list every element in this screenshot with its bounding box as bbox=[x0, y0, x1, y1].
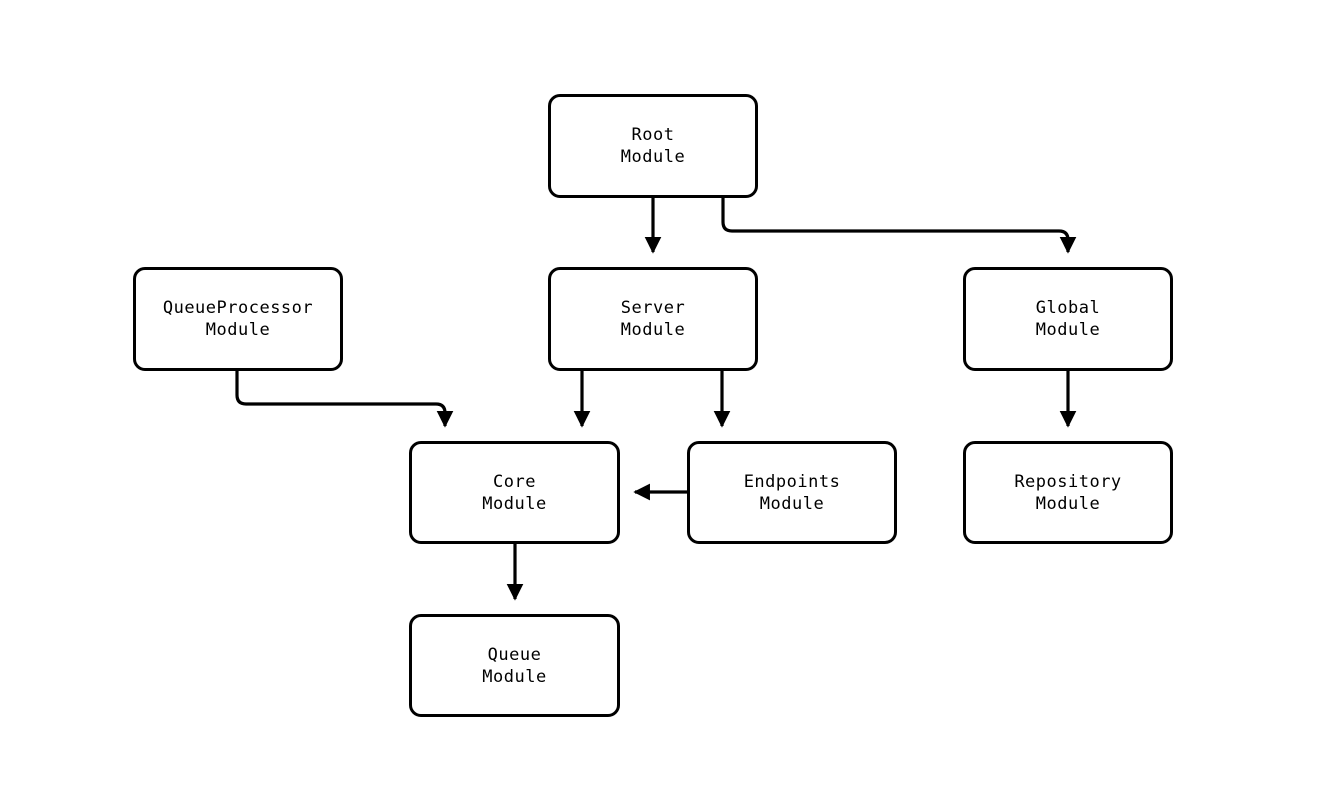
node-queue-module-line2: Module bbox=[482, 666, 547, 687]
node-endpoints-module[interactable]: Endpoints Module bbox=[687, 441, 897, 544]
node-server-module-line2: Module bbox=[620, 320, 686, 340]
node-queueprocessor-module-line1: QueueProcessor bbox=[162, 298, 314, 318]
node-global-module[interactable]: Global Module bbox=[963, 267, 1173, 371]
node-global-module-line2: Module bbox=[1035, 320, 1101, 340]
edge-queueprocessor-core bbox=[235, 371, 454, 428]
node-root-module-line2: Module bbox=[620, 147, 686, 167]
node-root-module-line1: Root bbox=[631, 125, 675, 145]
node-core-module-line2: Module bbox=[482, 493, 547, 514]
node-queueprocessor-module-line2: Module bbox=[205, 320, 271, 340]
node-global-module-line1: Global bbox=[1035, 298, 1101, 318]
node-repository-module-line1: Repository bbox=[1014, 471, 1122, 492]
node-repository-module-line2: Module bbox=[1035, 493, 1101, 514]
node-queue-module[interactable]: Queue Module bbox=[409, 614, 620, 717]
node-queue-module-line1: Queue bbox=[487, 644, 542, 665]
node-server-module[interactable]: Server Module bbox=[548, 267, 758, 371]
node-root-module[interactable]: Root Module bbox=[548, 94, 758, 198]
node-endpoints-module-line2: Module bbox=[759, 493, 825, 514]
node-server-module-line1: Server bbox=[620, 298, 686, 318]
node-endpoints-module-line1: Endpoints bbox=[743, 471, 841, 492]
node-core-module-line1: Core bbox=[493, 471, 536, 492]
node-core-module[interactable]: Core Module bbox=[409, 441, 620, 544]
edge-root-global bbox=[721, 198, 1077, 254]
node-repository-module[interactable]: Repository Module bbox=[963, 441, 1173, 544]
node-queueprocessor-module[interactable]: QueueProcessor Module bbox=[133, 267, 343, 371]
